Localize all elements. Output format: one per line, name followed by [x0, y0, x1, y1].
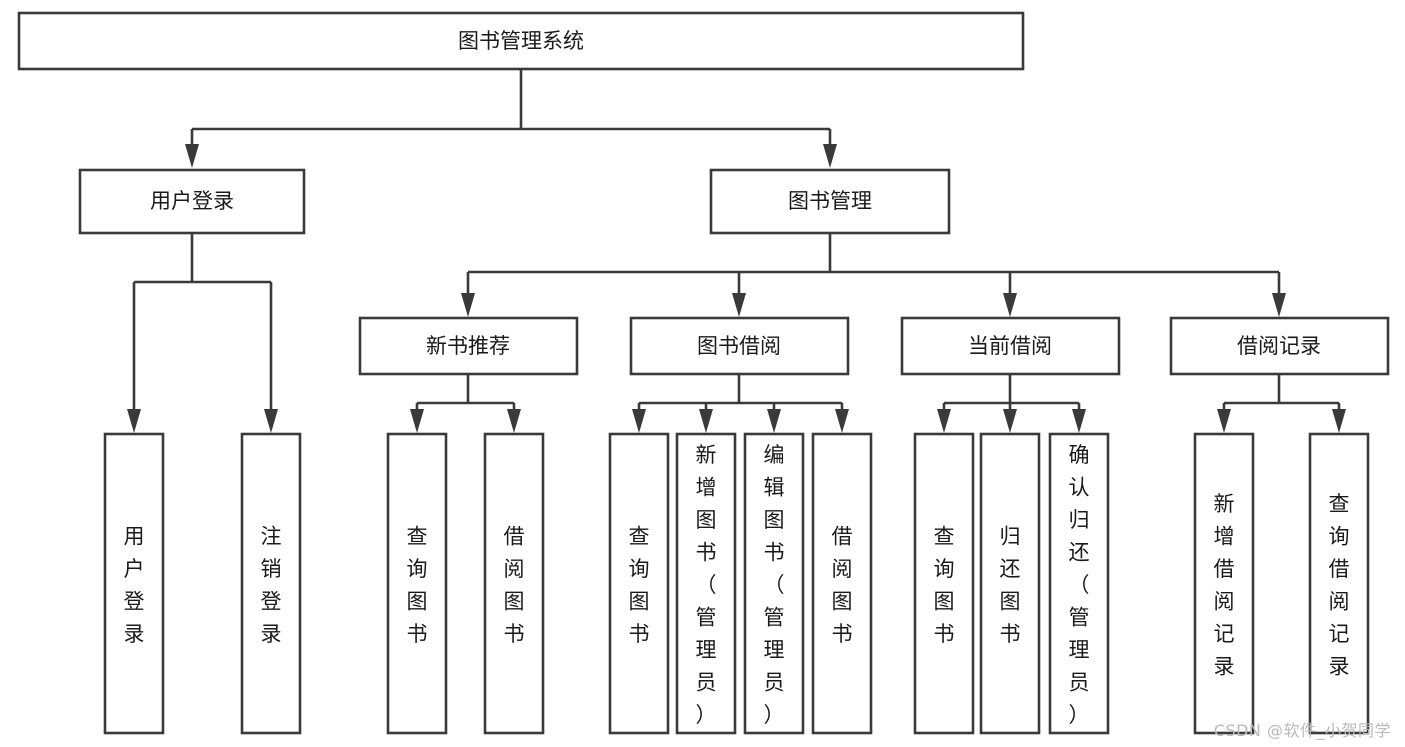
leaf-add-book[interactable]: 新增图书（管理员）	[675, 432, 737, 735]
leaf-query-record[interactable]: 查询借阅记录	[1308, 432, 1370, 735]
leaf-user-login-box[interactable]	[103, 432, 165, 735]
leaf-logout-login-label: 注销登录	[261, 524, 282, 646]
leaf-query-book-1-label: 查询图书	[407, 524, 428, 646]
leaf-query-book-2-box[interactable]	[608, 432, 670, 735]
leaf-user-login[interactable]: 用户登录	[103, 432, 165, 735]
arrowhead-current-borrow	[1003, 293, 1017, 317]
leaf-edit-book[interactable]: 编辑图书（管理员）	[743, 432, 805, 735]
arrowhead-leaf-confirm-return	[1072, 409, 1086, 433]
leaf-logout-login-box[interactable]	[240, 432, 302, 735]
node-book-borrow-label: 图书借阅	[697, 334, 781, 358]
leaf-borrow-book-1[interactable]: 借阅图书	[483, 432, 545, 735]
arrowhead-leaf-logout-login	[264, 409, 278, 433]
node-root-label: 图书管理系统	[458, 29, 584, 53]
leaf-borrow-book-2-label: 借阅图书	[832, 524, 853, 646]
leaf-confirm-return[interactable]: 确认归还（管理员）	[1048, 432, 1110, 735]
leaf-query-book-3-label: 查询图书	[934, 524, 955, 646]
leaf-user-login-label: 用户登录	[124, 524, 145, 646]
node-book-manage-label: 图书管理	[788, 189, 872, 213]
arrowhead-leaf-edit-book	[767, 409, 781, 433]
node-user-login-label: 用户登录	[150, 189, 234, 213]
leaf-edit-book-box[interactable]	[743, 432, 805, 735]
leaf-borrow-book-2-box[interactable]	[811, 432, 873, 735]
arrowhead-leaf-user-login	[127, 409, 141, 433]
arrowhead-leaf-query-book-3	[937, 409, 951, 433]
node-user-login-box[interactable]	[78, 168, 306, 235]
node-new-book-recommend-box[interactable]	[358, 316, 579, 376]
leaf-add-book-box[interactable]	[675, 432, 737, 735]
leaf-return-book[interactable]: 归还图书	[979, 432, 1041, 735]
leaf-add-record-label: 新增借阅记录	[1214, 492, 1235, 678]
arrowhead-leaf-borrow-book-2	[835, 409, 849, 433]
arrowhead-leaf-return-book	[1003, 409, 1017, 433]
node-root-box[interactable]	[17, 11, 1025, 71]
node-new-book-recommend-label: 新书推荐	[426, 334, 510, 358]
node-current-borrow[interactable]: 当前借阅	[900, 316, 1121, 376]
node-new-book-recommend[interactable]: 新书推荐	[358, 316, 579, 376]
arrowhead-leaf-add-record	[1217, 409, 1231, 433]
leaf-add-book-label: 新增图书（管理员）	[696, 443, 717, 727]
leaf-return-book-box[interactable]	[979, 432, 1041, 735]
arrowhead-leaf-add-book	[699, 409, 713, 433]
arrowhead-borrow-record	[1272, 293, 1286, 317]
leaf-borrow-book-1-label: 借阅图书	[504, 524, 525, 646]
arrowhead-leaf-query-book-2	[632, 409, 646, 433]
node-book-borrow[interactable]: 图书借阅	[629, 316, 850, 376]
leaf-borrow-book-1-box[interactable]	[483, 432, 545, 735]
leaf-return-book-label: 归还图书	[1000, 524, 1021, 646]
node-borrow-record[interactable]: 借阅记录	[1169, 316, 1390, 376]
arrowhead-book-manage	[823, 144, 837, 168]
leaf-logout-login[interactable]: 注销登录	[240, 432, 302, 735]
node-book-manage-box[interactable]	[709, 168, 951, 235]
leaf-confirm-return-label: 确认归还（管理员）	[1069, 443, 1090, 727]
node-current-borrow-box[interactable]	[900, 316, 1121, 376]
node-user-login[interactable]: 用户登录	[78, 168, 306, 235]
arrowhead-leaf-borrow-book-1	[507, 409, 521, 433]
leaf-query-book-1-box[interactable]	[386, 432, 448, 735]
arrowhead-book-borrow	[732, 293, 746, 317]
leaf-confirm-return-box[interactable]	[1048, 432, 1110, 735]
leaf-add-record[interactable]: 新增借阅记录	[1193, 432, 1255, 735]
leaf-edit-book-label: 编辑图书（管理员）	[764, 443, 785, 727]
arrowhead-new-book-recommend	[461, 293, 475, 317]
leaf-query-book-2-label: 查询图书	[629, 524, 650, 646]
leaf-query-book-3-box[interactable]	[913, 432, 975, 735]
leaf-query-book-2[interactable]: 查询图书	[608, 432, 670, 735]
leaf-query-record-box[interactable]	[1308, 432, 1370, 735]
leaf-add-record-box[interactable]	[1193, 432, 1255, 735]
node-root[interactable]: 图书管理系统	[17, 11, 1025, 71]
connector-layer	[127, 69, 1346, 433]
leaf-query-book-3[interactable]: 查询图书	[913, 432, 975, 735]
leaf-borrow-book-2[interactable]: 借阅图书	[811, 432, 873, 735]
leaf-query-book-1[interactable]: 查询图书	[386, 432, 448, 735]
arrowhead-user-login	[185, 144, 199, 168]
node-book-manage[interactable]: 图书管理	[709, 168, 951, 235]
arrowhead-leaf-query-record	[1332, 409, 1346, 433]
node-borrow-record-label: 借阅记录	[1237, 334, 1321, 358]
node-current-borrow-label: 当前借阅	[968, 334, 1052, 358]
node-book-borrow-box[interactable]	[629, 316, 850, 376]
csdn-watermark: CSDN @软件_小贺同学	[1213, 721, 1391, 740]
arrowhead-leaf-query-book-1	[410, 409, 424, 433]
leaf-query-record-label: 查询借阅记录	[1329, 492, 1350, 678]
node-borrow-record-box[interactable]	[1169, 316, 1390, 376]
